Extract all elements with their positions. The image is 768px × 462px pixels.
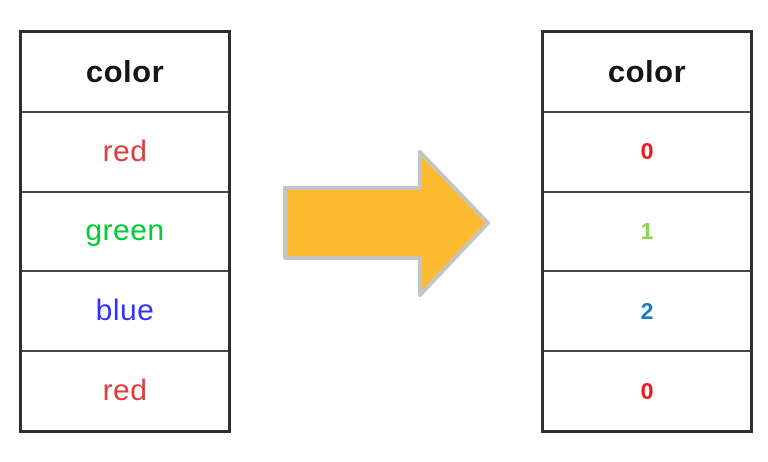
table-row: 1 <box>544 190 750 271</box>
left-row-value: red <box>102 374 148 408</box>
table-row: green <box>22 190 228 271</box>
table-row: 2 <box>544 270 750 351</box>
categorical-color-table: color red green blue red <box>19 30 231 433</box>
table-row: blue <box>22 270 228 351</box>
transform-arrow <box>280 145 495 305</box>
table-row: red <box>22 350 228 430</box>
table-row: 0 <box>544 110 750 191</box>
right-row-value: 1 <box>640 217 654 244</box>
right-row-value: 0 <box>640 138 654 165</box>
right-row-value: 0 <box>640 377 654 404</box>
table-row: red <box>22 110 228 191</box>
left-row-value: red <box>102 134 148 168</box>
encoded-color-table: color 0 1 2 0 <box>541 30 753 433</box>
right-table-header-label: color <box>607 53 687 89</box>
right-arrow-shape <box>283 150 490 297</box>
right-arrow-icon <box>283 150 490 297</box>
right-row-value: 2 <box>640 297 654 324</box>
left-row-value: green <box>85 214 165 248</box>
left-table-header-label: color <box>85 53 165 89</box>
left-row-value: blue <box>95 294 155 328</box>
table-row: 0 <box>544 350 750 430</box>
right-table-header-cell: color <box>544 33 750 111</box>
left-table-header-cell: color <box>22 33 228 111</box>
